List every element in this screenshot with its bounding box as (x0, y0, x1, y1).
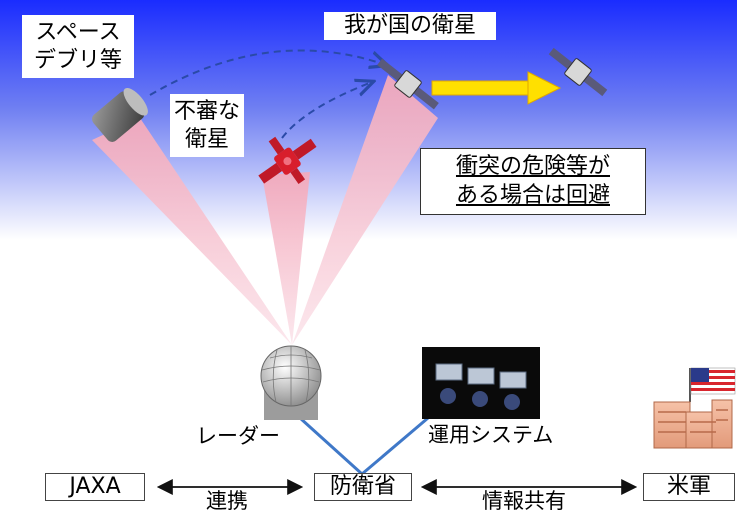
beam-to-suspicious-satellite (262, 172, 310, 345)
suspicious-satellite-icon (258, 136, 317, 184)
beam-to-debris (92, 118, 292, 345)
us-forces-building-icon (653, 367, 736, 449)
radar-beams (92, 75, 438, 345)
info-sharing-label: 情報共有 (482, 489, 566, 513)
cooperation-label: 連携 (206, 489, 248, 513)
jaxa-box: JAXA (45, 473, 145, 501)
beam-to-own-satellite (292, 75, 438, 345)
own-satellite-icon (377, 58, 439, 110)
us-forces-box: 米軍 (643, 473, 735, 501)
avoidance-arrow (431, 71, 562, 105)
operation-system-icon (422, 347, 540, 419)
avoidance-note: 衝突の危険等が ある場合は回避 (420, 148, 646, 216)
suspicious-satellite-label: 不審な 衛星 (170, 94, 244, 157)
mod-box: 防衛省 (314, 473, 412, 501)
radar-dome-icon (260, 345, 322, 420)
operation-system-label: 運用システム (428, 423, 554, 447)
link-lines (298, 416, 429, 476)
own-satellite-moved-icon (548, 47, 608, 97)
space-debris-label: スペース デブリ等 (22, 15, 134, 78)
space-debris-icon (92, 88, 148, 142)
radar-label: レーダー (196, 424, 280, 448)
own-satellite-label: 我が国の衛星 (324, 12, 496, 41)
